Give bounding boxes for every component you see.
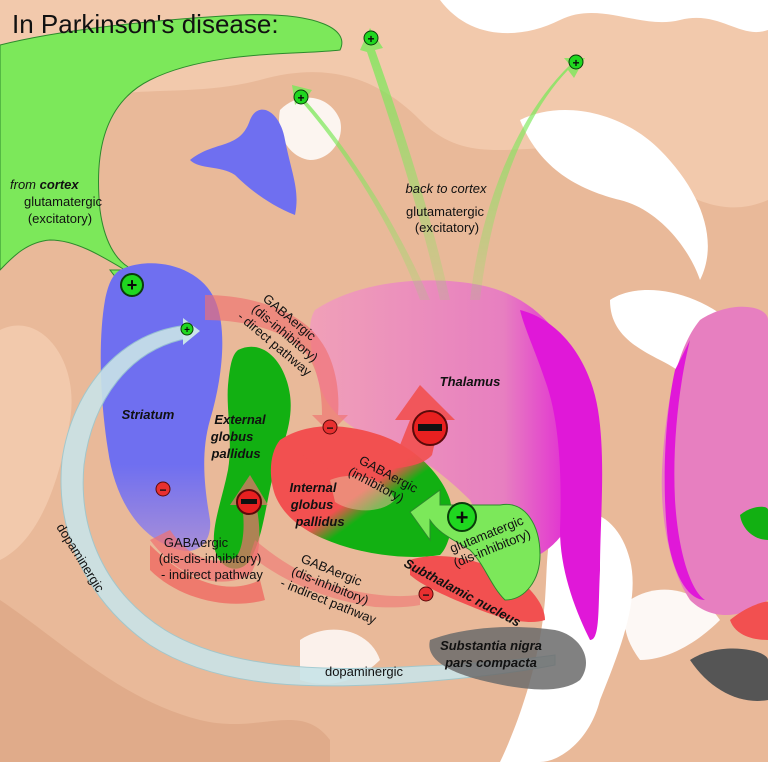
- direct-pathway-arrow: [205, 295, 348, 433]
- dopamine-inhibitory-minus-icon: −: [155, 481, 171, 497]
- gpe-label-line2: globus: [210, 429, 254, 444]
- indirect1-label-line1: GABAergic: [164, 535, 229, 550]
- gpe-stn-minus-icon: −: [418, 586, 434, 602]
- cortex-excitatory-plus-icon: +: [120, 273, 144, 297]
- thalamus-output-type-label: glutamatergic: [406, 204, 485, 219]
- gpe-shape: [213, 346, 291, 569]
- gpi-gap: [330, 475, 395, 511]
- striatum-label: Striatum: [122, 407, 175, 422]
- svg-text:+: +: [297, 91, 304, 105]
- dopamine-excitatory-plus-icon: +: [180, 322, 194, 336]
- cortex-input-arrow: [0, 14, 343, 301]
- svg-text:+: +: [456, 505, 469, 530]
- svg-text:−: −: [326, 421, 333, 435]
- svg-text:+: +: [572, 56, 579, 70]
- from-cortex-label-plain: from: [10, 177, 36, 192]
- from-cortex-label: from cortex: [10, 177, 79, 192]
- stn-gpi-plus-icon: +: [447, 502, 477, 532]
- white-matter-1: [440, 0, 768, 34]
- page-title: In Parkinson's disease:: [12, 9, 279, 39]
- thalamus-to-cortex-arrow-3: [470, 58, 585, 300]
- svg-text:−: −: [422, 588, 429, 602]
- thalamus-cortex-plus-icon-2: +: [363, 30, 379, 46]
- thalamus-cortex-plus-icon-3: +: [568, 54, 584, 70]
- substantia-nigra-shape: [429, 627, 586, 690]
- thalamus-edge-strip: [520, 310, 603, 640]
- subthalamic-nucleus-shape: [410, 555, 545, 622]
- svg-text:+: +: [367, 32, 374, 46]
- tissue-lower-left: [0, 600, 330, 762]
- back-to-cortex-label: back to cortex: [406, 181, 487, 196]
- dopaminergic-bottom-label: dopaminergic: [325, 664, 404, 679]
- thalamus-to-cortex-arrow-2: [360, 28, 450, 300]
- contralateral-gpe-tip: [740, 506, 768, 540]
- gpi-label-line1: Internal: [290, 480, 337, 495]
- svg-text:−: −: [159, 483, 166, 497]
- cortex-input-effect-label: (excitatory): [28, 211, 92, 226]
- indirect2-label: GABAergic (dis-inhibitory) - indirect pa…: [278, 551, 379, 627]
- svg-text:+: +: [127, 275, 138, 295]
- snc-label-line1: Substantia nigra: [440, 638, 542, 653]
- contralateral-gpi-tip: [730, 601, 768, 640]
- thalamus-region: [309, 280, 603, 640]
- gpi-thalamus-minus-icon: [412, 410, 448, 446]
- lateral-ventricle-blob: [190, 109, 297, 215]
- stn-to-gpi-arrow: [409, 489, 541, 601]
- white-matter-2: [520, 110, 708, 280]
- contralateral-thalamus-shape: [661, 306, 768, 615]
- direct-pathway-minus-icon: −: [322, 419, 338, 435]
- contralateral-thalamus-edge: [664, 340, 705, 600]
- contralateral-thalamus: [661, 306, 768, 701]
- thalamus-output-effect-label: (excitatory): [415, 220, 479, 235]
- gpi-label-line2: globus: [290, 497, 334, 512]
- thalamus-to-cortex-arrow-1: [292, 85, 430, 300]
- thalamus-cortex-plus-icon-1: +: [293, 89, 309, 105]
- gpi-label-line3: pallidus: [294, 514, 344, 529]
- gpe-label-line1: External: [214, 412, 266, 427]
- thalamus-label: Thalamus: [440, 374, 501, 389]
- thalamus-shape: [309, 280, 587, 560]
- svg-text:+: +: [184, 325, 190, 336]
- direct-pathway-label: GABAergic (dis-inhibitory) - direct path…: [235, 291, 321, 380]
- white-matter-5: [624, 589, 720, 660]
- indirect-pathway-fill: [150, 545, 265, 604]
- from-cortex-label-bold: cortex: [40, 177, 80, 192]
- contralateral-snc: [690, 648, 768, 701]
- white-matter-6: [279, 97, 341, 160]
- thalamus-to-cortex-arrows: [292, 28, 585, 300]
- gpi-to-thalamus-arrow: [300, 385, 455, 470]
- tissue-cortex-fold-left: [0, 325, 72, 560]
- striatum-gpe-minus-icon: [236, 489, 262, 515]
- cortex-input-type-label: glutamatergic: [24, 194, 103, 209]
- snc-label-line2: pars compacta: [444, 655, 537, 670]
- indirect-pathway-arrow-2: [250, 540, 420, 608]
- gpe-label-line3: pallidus: [210, 446, 260, 461]
- indirect1-label-line3: - indirect pathway: [161, 567, 263, 582]
- indirect1-label-line2: (dis-dis-inhibitory): [159, 551, 262, 566]
- sign-markers: + + − − + − +: [120, 30, 584, 602]
